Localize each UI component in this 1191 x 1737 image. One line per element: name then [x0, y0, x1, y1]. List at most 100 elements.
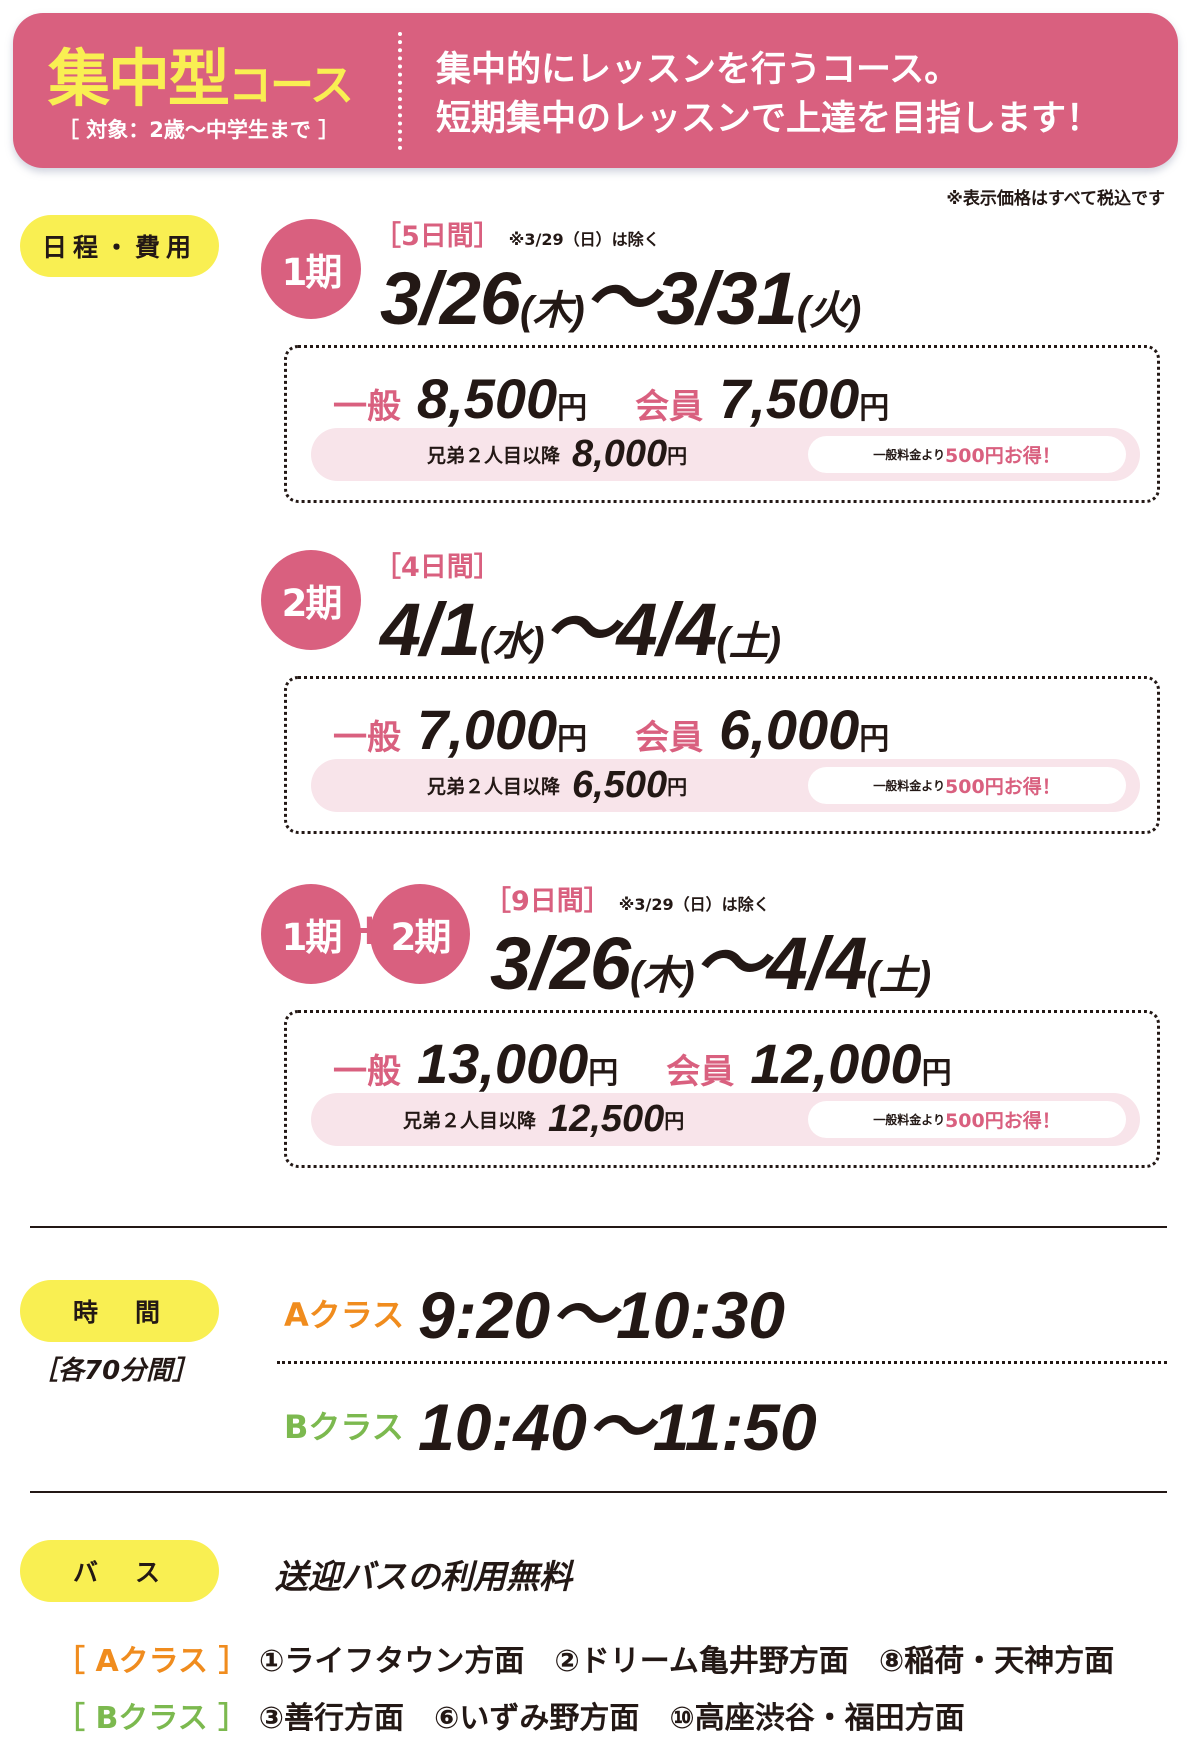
- class-a-time: 9:20〜10:30: [418, 1278, 785, 1352]
- period-badge: 1期: [261, 884, 361, 984]
- date-sep: 〜: [543, 588, 618, 671]
- save-prefix: 一般料金より: [873, 1113, 946, 1127]
- divider: [30, 1226, 1167, 1228]
- period-dates: 4/1(水)〜4/4(土): [380, 570, 781, 677]
- bus-text: 送迎バスの利用無料: [275, 1557, 572, 1596]
- period-days: ［9日間］ ※3/29（日）は除く: [484, 879, 770, 918]
- days-note: ※3/29（日）は除く: [618, 895, 770, 914]
- end-date: 3/31: [656, 257, 798, 340]
- end-dow: (土): [866, 954, 932, 998]
- sibling-label: 兄弟２人目以降: [403, 1110, 537, 1132]
- general-price: 8,500: [417, 367, 558, 430]
- sibling-label: 兄弟２人目以降: [427, 445, 561, 467]
- start-dow: (木): [630, 954, 695, 998]
- class-b-time: 10:40〜11:50: [418, 1390, 817, 1464]
- route-areas: ①ライフタウン方面 ②ドリーム亀井野方面 ⑧稲荷・天神方面: [258, 1644, 1115, 1679]
- divider: [30, 1491, 1167, 1493]
- sibling-label: 兄弟２人目以降: [427, 776, 561, 798]
- save-amount: 500円お得！: [945, 776, 1061, 798]
- route-areas: ③善行方面 ⑥いずみ野方面 ⑩高座渋谷・福田方面: [258, 1701, 965, 1736]
- save-amount: 500円お得！: [945, 445, 1061, 467]
- member-label: 会員: [635, 387, 704, 427]
- class-b-label: Bクラス: [284, 1408, 404, 1446]
- start-dow: (木): [520, 289, 585, 333]
- period-dates: 3/26(木)〜4/4(土): [490, 904, 932, 1011]
- route-class: ［ Bクラス ］: [55, 1701, 249, 1736]
- date-sep: 〜: [583, 257, 658, 340]
- plus-icon: +: [351, 904, 388, 955]
- yen: 円: [588, 1056, 619, 1091]
- bus-route-a: ［ Aクラス ］ ①ライフタウン方面 ②ドリーム亀井野方面 ⑧稲荷・天神方面: [55, 1636, 1114, 1680]
- general-label: 一般: [333, 1052, 401, 1092]
- route-class: ［ Aクラス ］: [55, 1644, 249, 1679]
- start-date: 4/1: [380, 588, 481, 671]
- yen: 円: [667, 444, 688, 468]
- end-dow: (火): [796, 289, 862, 333]
- days-note: ※3/29（日）は除く: [508, 230, 660, 249]
- yen: 円: [859, 391, 890, 426]
- days-count: ［5日間］: [374, 221, 501, 252]
- period-badge: 2期: [261, 550, 361, 650]
- yen: 円: [921, 1056, 952, 1091]
- class-a-label: Aクラス: [284, 1296, 405, 1334]
- member-price: 7,500: [719, 367, 860, 430]
- yen: 円: [859, 722, 890, 757]
- date-sep: 〜: [693, 922, 768, 1005]
- member-price: 6,000: [719, 698, 860, 761]
- yen: 円: [667, 775, 688, 799]
- member-label: 会員: [666, 1052, 735, 1092]
- member-label: 会員: [635, 718, 704, 758]
- desc-line: 集中的にレッスンを行うコース。: [436, 50, 960, 90]
- divider: [277, 1361, 1167, 1364]
- general-price: 7,000: [417, 698, 558, 761]
- schedule-label: 日程・費用: [20, 215, 219, 277]
- tax-note: ※表示価格はすべて税込です: [946, 189, 1165, 209]
- general-label: 一般: [333, 387, 401, 427]
- period-badge: 2期: [370, 884, 470, 984]
- save-prefix: 一般料金より: [873, 448, 946, 462]
- desc-line: 短期集中のレッスンで上達を目指します！: [436, 99, 1102, 139]
- days-count: ［4日間］: [374, 552, 501, 583]
- sibling-amount: 8,000: [572, 433, 668, 475]
- end-dow: (土): [716, 620, 781, 664]
- divider: [398, 32, 402, 150]
- end-date: 4/4: [616, 588, 718, 671]
- start-date: 3/26: [490, 922, 631, 1005]
- member-price: 12,000: [750, 1032, 922, 1095]
- days-count: ［9日間］: [484, 886, 611, 917]
- bus-route-b: ［ Bクラス ］ ③善行方面 ⑥いずみ野方面 ⑩高座渋谷・福田方面: [55, 1693, 965, 1737]
- target-age: ［ 対象：2歳〜中学生まで ］: [58, 118, 340, 142]
- course-banner: [13, 13, 1178, 168]
- period-days: ［5日間］ ※3/29（日）は除く: [374, 214, 660, 253]
- bus-label: バ ス: [20, 1540, 219, 1602]
- period-days: ［4日間］: [374, 545, 509, 584]
- time-label: 時 間: [20, 1280, 219, 1342]
- period-badge: 1期: [261, 219, 361, 319]
- general-label: 一般: [333, 718, 401, 758]
- course-title: 集中型コース: [48, 42, 354, 115]
- start-date: 3/26: [380, 257, 521, 340]
- sibling-amount: 6,500: [572, 764, 668, 806]
- course-description: 集中的にレッスンを行うコース。短期集中のレッスンで上達を目指します！: [436, 46, 1101, 144]
- save-amount: 500円お得！: [945, 1110, 1061, 1132]
- start-dow: (水): [479, 620, 545, 664]
- period-dates: 3/26(木)〜3/31(火): [380, 239, 862, 346]
- general-price: 13,000: [417, 1032, 589, 1095]
- duration: ［各70分間］: [32, 1356, 199, 1386]
- yen: 円: [557, 722, 588, 757]
- sibling-amount: 12,500: [548, 1098, 665, 1140]
- yen: 円: [664, 1109, 685, 1133]
